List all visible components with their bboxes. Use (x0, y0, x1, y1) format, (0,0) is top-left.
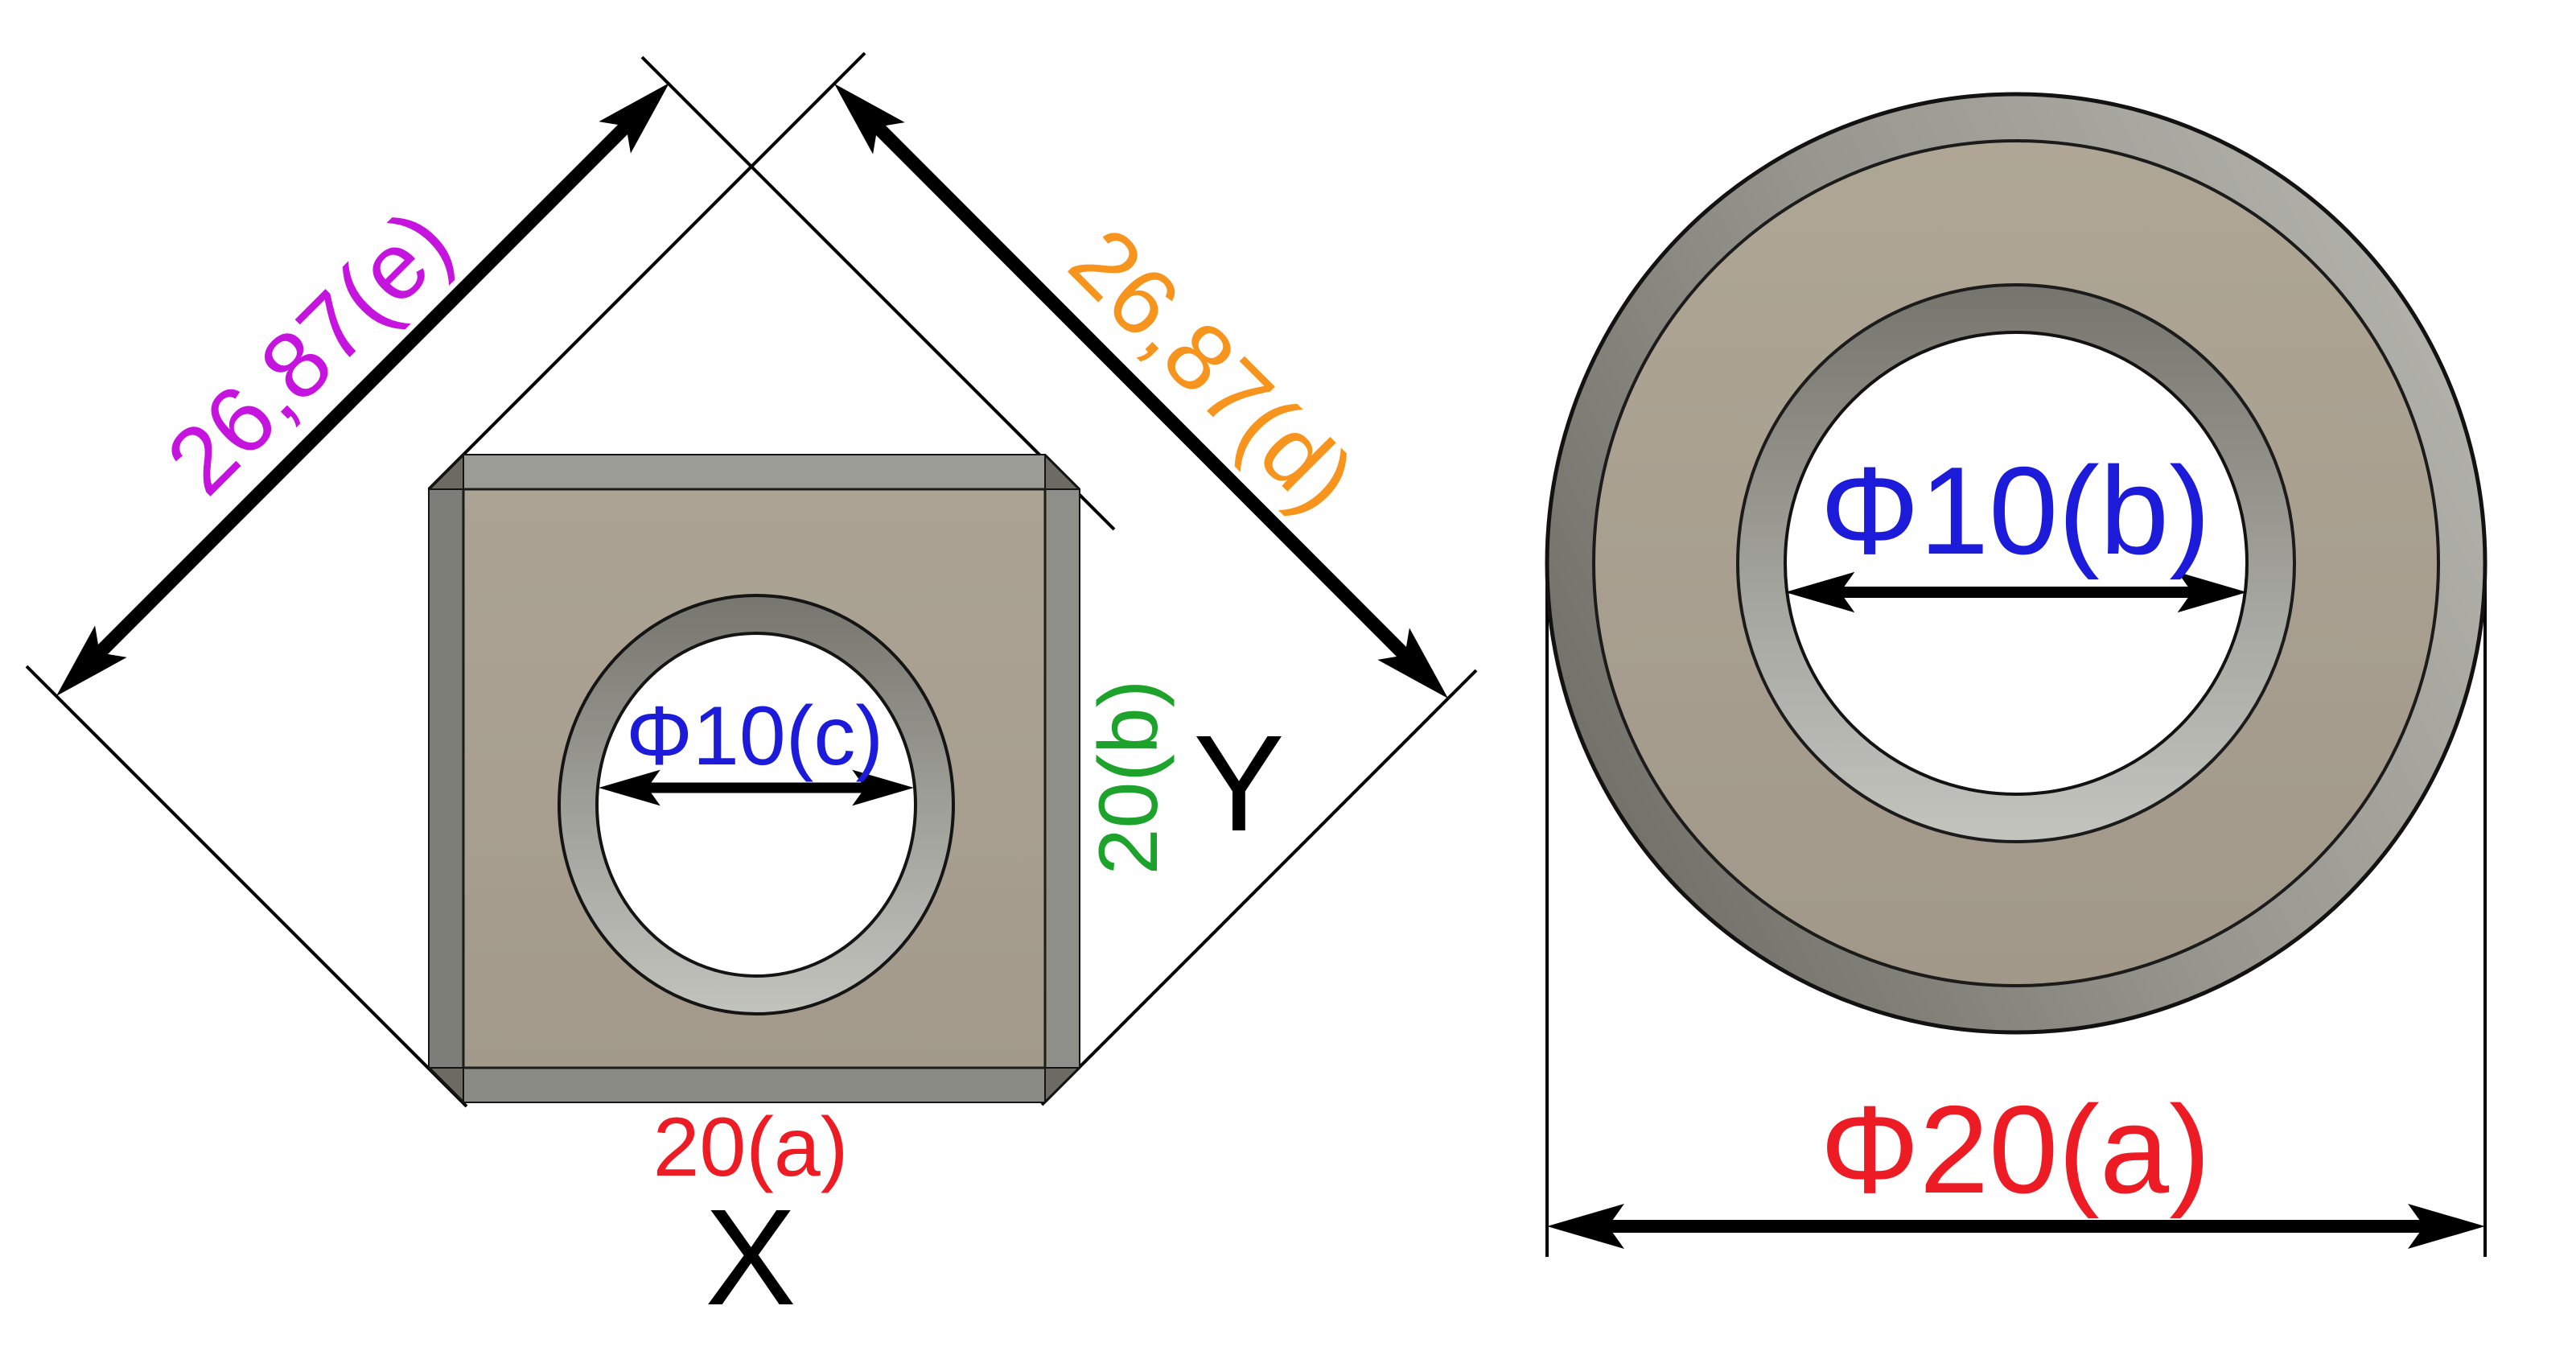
axis-label-y: Y (1193, 707, 1284, 860)
plate-edge-right (1045, 489, 1079, 1068)
dim-label-diag-e: 26,87(e) (146, 189, 471, 514)
dimension-arrow-hole-b (1785, 571, 2247, 613)
left-view-square-plate: 26,87(e) 26,87(d) Φ10(c) 20(b) 20(a) X Y (25, 51, 1478, 1334)
plate-corner-chamfer-bl (427, 1067, 464, 1104)
plate-corner-chamfer-br (1044, 1067, 1081, 1104)
dim-label-hole-c: Φ10(c) (626, 690, 883, 783)
ring-hole (1784, 331, 2249, 796)
plate-edge-left (430, 489, 463, 1068)
extension-line-e-bottom-left (25, 665, 468, 1108)
dim-label-width-a: 20(a) (653, 1101, 849, 1194)
plate-edge-top (463, 455, 1045, 489)
dim-label-hole-b: Φ10(b) (1820, 441, 2211, 580)
dim-label-diag-d: 26,87(d) (1050, 208, 1375, 533)
extension-line-e-top-right (640, 56, 1116, 531)
dimension-arrow-diagonal-e (40, 67, 685, 712)
dimension-arrow-outer-a (1547, 1204, 2485, 1249)
right-view-ring: Φ10(b) Φ20(a) (1545, 92, 2488, 1257)
extension-line-d-bottom-right (1040, 669, 1478, 1106)
axis-label-x: X (705, 1181, 796, 1334)
plate-corner-chamfer-tr (1044, 453, 1081, 490)
dimension-arrow-diagonal-d (818, 68, 1464, 715)
plate-hole (595, 632, 917, 978)
dim-label-outer-a: Φ20(a) (1820, 1080, 2211, 1219)
plate-corner-chamfer-tl (427, 453, 464, 490)
dim-label-height-b: 20(b) (1082, 680, 1175, 875)
plate-edge-bottom (463, 1068, 1045, 1102)
dimension-arrow-hole-c (599, 769, 914, 806)
extension-line-d-top-left (427, 51, 866, 491)
